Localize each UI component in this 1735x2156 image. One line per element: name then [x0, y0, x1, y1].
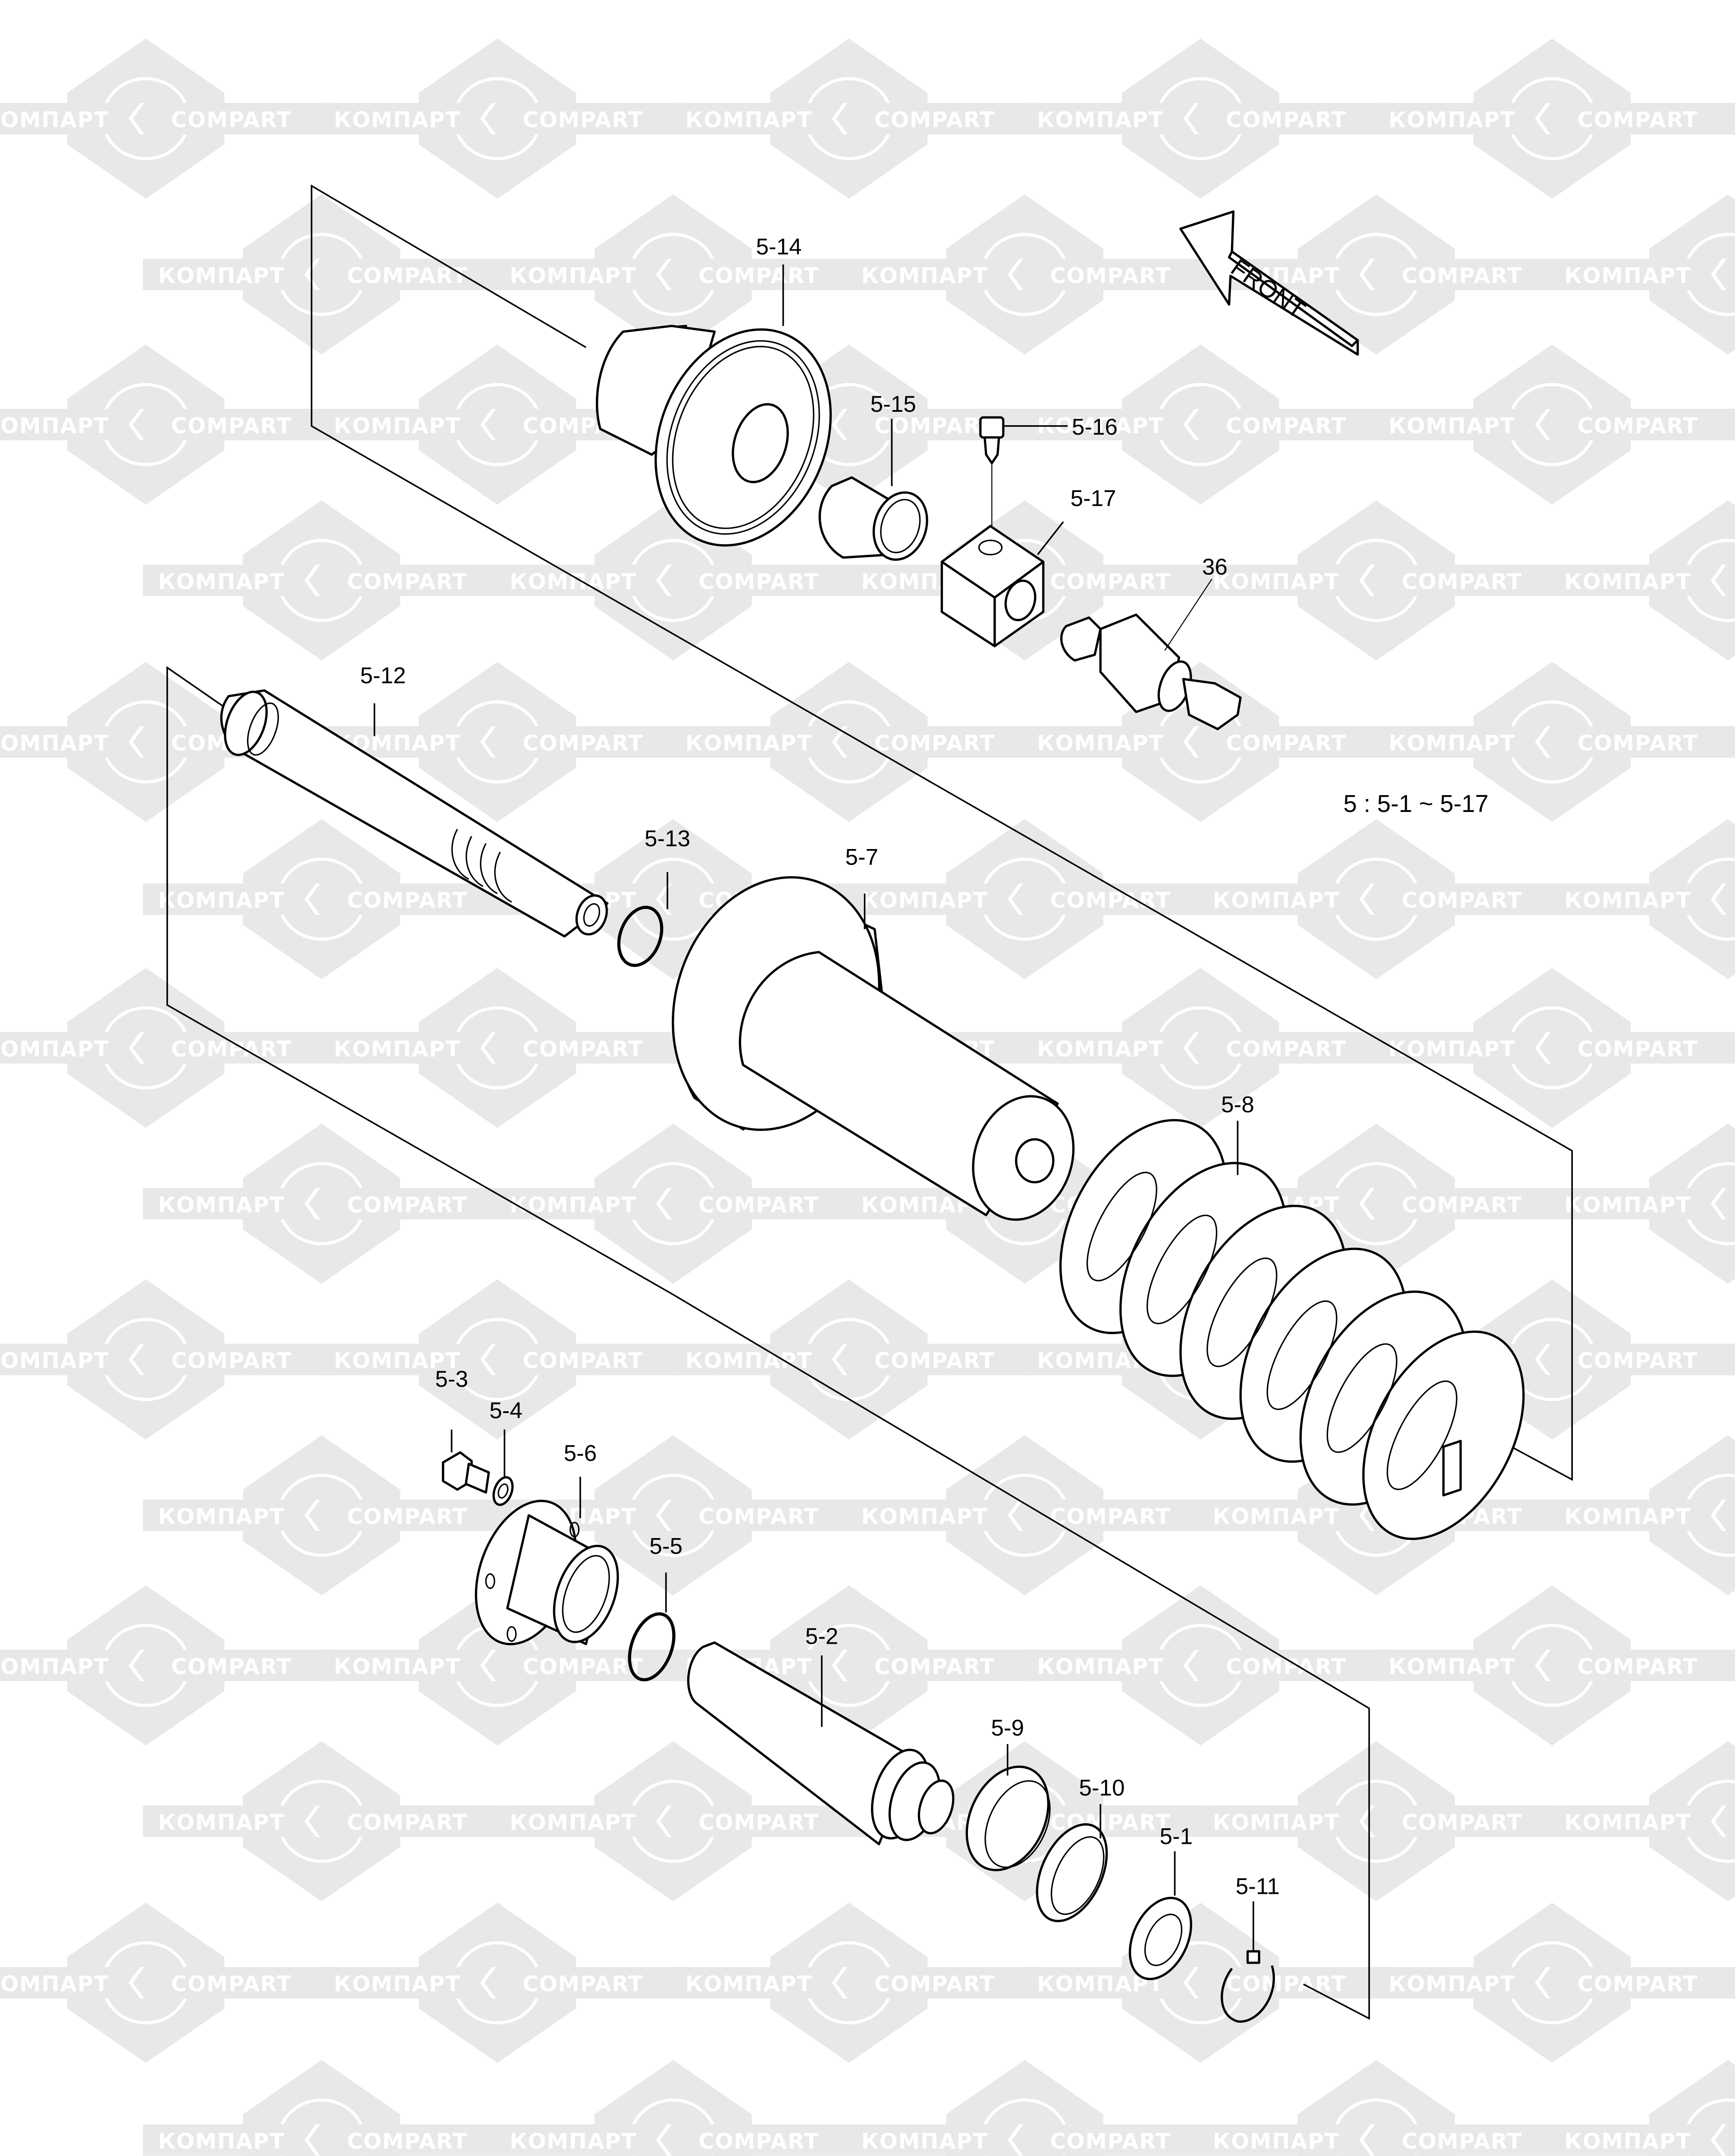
label-5-5: 5-5	[649, 1534, 683, 1559]
part-5-13[interactable]: 5-13	[611, 826, 690, 971]
part-5-10[interactable]: 5-10	[1023, 1775, 1125, 1932]
label-5-1: 5-1	[1160, 1824, 1193, 1849]
part-5-4[interactable]: 5-4	[489, 1398, 523, 1507]
part-5-12[interactable]: 5-12	[217, 663, 612, 939]
part-5-14[interactable]: 5-14	[595, 234, 862, 572]
part-5-8[interactable]: 5-8	[1027, 1092, 1556, 1566]
label-5-4: 5-4	[489, 1398, 523, 1423]
part-5-3[interactable]: 5-3	[435, 1366, 490, 1494]
part-5-6[interactable]: 5-6	[457, 1441, 630, 1658]
part-5-7[interactable]: 5-7	[641, 845, 1089, 1233]
label-5-12: 5-12	[360, 663, 406, 689]
label-5-10: 5-10	[1079, 1775, 1125, 1801]
label-5-3: 5-3	[435, 1366, 468, 1392]
upper-frame	[310, 184, 1573, 1481]
label-5-9: 5-9	[991, 1715, 1024, 1741]
middle-frame	[166, 666, 1370, 2020]
part-5-11[interactable]: 5-11	[1221, 1874, 1280, 2023]
part-5-17[interactable]: 5-17	[940, 486, 1116, 648]
part-5-9[interactable]: 5-9	[951, 1715, 1064, 1883]
part-5-15[interactable]: 5-15	[818, 392, 935, 567]
label-5-13: 5-13	[645, 826, 690, 852]
label-5-17: 5-17	[1071, 486, 1116, 511]
label-5-6: 5-6	[564, 1441, 597, 1466]
label-5-14: 5-14	[756, 234, 802, 260]
part-5-16[interactable]: 5-16	[979, 414, 1118, 529]
assembly-note: 5 : 5-1 ~ 5-17	[1344, 790, 1489, 817]
part-36[interactable]: 36	[1060, 555, 1242, 730]
label-5-16: 5-16	[1072, 414, 1118, 440]
part-5-5[interactable]: 5-5	[621, 1534, 683, 1686]
label-5-8: 5-8	[1221, 1092, 1254, 1117]
label-5-7: 5-7	[845, 845, 878, 870]
label-5-15: 5-15	[871, 392, 916, 417]
part-5-1[interactable]: 5-1	[1118, 1824, 1203, 1989]
part-5-2[interactable]: 5-2	[687, 1624, 959, 1846]
label-5-2: 5-2	[805, 1624, 839, 1649]
label-36: 36	[1202, 555, 1228, 580]
label-5-11: 5-11	[1236, 1874, 1280, 1899]
